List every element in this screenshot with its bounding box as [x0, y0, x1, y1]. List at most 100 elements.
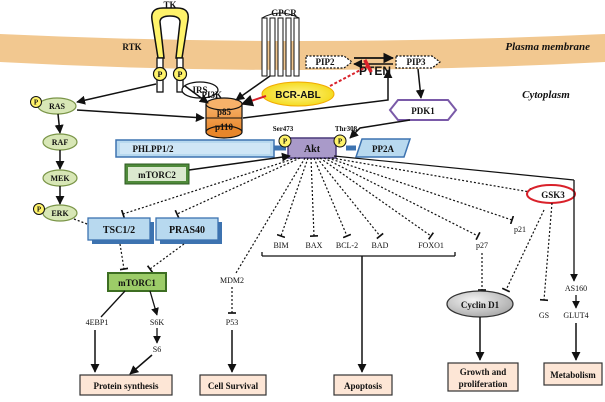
svg-text:PP2A: PP2A — [372, 144, 394, 154]
svg-text:Growth and: Growth and — [460, 367, 507, 377]
mtorc1-to-s6k — [149, 290, 159, 316]
svg-text:RAF: RAF — [52, 138, 69, 147]
p21-label: p21 — [514, 225, 526, 234]
p85-label: p85 — [217, 107, 232, 117]
s6k-label: S6K — [150, 318, 164, 327]
gsk3-inhibits-cyclin — [501, 209, 545, 293]
mtorc2-to-akt-arrow — [188, 152, 291, 171]
pras40-node: PRAS40 — [155, 217, 222, 244]
bcr-abl-activates-pi3k — [240, 94, 267, 107]
mek-node: MEK — [42, 169, 78, 187]
pdk1-to-akt-arrow — [349, 119, 411, 139]
phospho-thr308: P — [333, 134, 347, 148]
rtk-to-pi3k-arrow — [184, 85, 209, 104]
phospho-rtk-left: P — [152, 66, 168, 82]
plasma-membrane-label: Plasma membrane — [505, 41, 590, 53]
phlpp-node: PHLPP1/2 — [115, 139, 275, 158]
4ebp1-label: 4EBP1 — [86, 318, 109, 327]
erk-node: ERK P — [33, 203, 78, 222]
gsk3-node: GSK3 — [526, 184, 576, 204]
plasma-membrane-band — [0, 34, 605, 70]
gpcr-receptor — [261, 12, 300, 77]
glut4-label: GLUT4 — [563, 311, 588, 320]
gpcr-to-pi3k-arrow — [235, 75, 271, 101]
pi3k-label: PI3K — [201, 90, 222, 100]
svg-text:IRS: IRS — [192, 85, 207, 95]
svg-text:PRAS40: PRAS40 — [169, 225, 205, 236]
protein-synthesis-box: Protein synthesis — [79, 374, 173, 396]
gsk3-inhibits-gs — [539, 202, 553, 302]
growth-proliferation-box: Growth and proliferation — [447, 362, 519, 392]
raf-node: RAF — [42, 133, 78, 151]
tsc-node: TSC1/2 — [87, 217, 154, 244]
svg-text:GSK3: GSK3 — [541, 190, 565, 200]
phospho-ser473: P — [278, 134, 292, 148]
as160-label: AS160 — [565, 284, 587, 293]
pip2-node: PIP2 — [305, 55, 353, 69]
bcr-abl-inhibits-pten — [329, 58, 373, 87]
cell-survival-box: Cell Survival — [199, 374, 267, 396]
svg-text:Metabolism: Metabolism — [550, 370, 596, 380]
bcl2-label: BCL-2 — [336, 241, 358, 250]
ras-node: RAS P — [30, 96, 77, 115]
pip3-to-pdk1-arrow — [415, 68, 425, 99]
s6-label: S6 — [153, 345, 161, 354]
rtk-label: RTK — [122, 42, 141, 52]
p53-label: P53 — [226, 318, 238, 327]
svg-text:TSC1/2: TSC1/2 — [103, 225, 135, 236]
foxo1-label: FOXO1 — [418, 241, 444, 250]
ras-to-raf-arrow — [54, 113, 64, 134]
pten-label: PTEN — [359, 64, 391, 78]
svg-text:Cell Survival: Cell Survival — [208, 381, 259, 391]
cytoplasm-label: Cytoplasm — [522, 89, 570, 101]
mdm2-label: MDM2 — [220, 276, 244, 285]
svg-text:Apoptosis: Apoptosis — [344, 381, 383, 391]
bax-label: BAX — [306, 241, 323, 250]
svg-text:P: P — [34, 99, 39, 107]
akt-node: Akt — [287, 137, 337, 159]
svg-text:ERK: ERK — [51, 209, 69, 218]
svg-text:PIP2: PIP2 — [316, 57, 335, 67]
svg-text:RAS: RAS — [49, 102, 66, 111]
pp2a-node: PP2A — [354, 138, 412, 158]
pras40-inhibits-mtorc1 — [146, 243, 185, 273]
svg-text:P: P — [338, 138, 343, 146]
mtorc1-node: mTORC1 — [107, 272, 167, 292]
svg-text:proliferation: proliferation — [459, 379, 508, 389]
mtorc2-node: mTORC2 — [124, 163, 190, 185]
p27-label: p27 — [476, 241, 488, 250]
metabolism-box: Metabolism — [543, 362, 603, 386]
svg-text:P: P — [283, 138, 288, 146]
s6-to-protein — [129, 354, 153, 375]
svg-text:mTORC2: mTORC2 — [138, 170, 176, 180]
cyclin-d1-node: Cyclin D1 — [446, 290, 514, 318]
akt-fanout-edges — [120, 157, 532, 274]
ras-to-pi3k-arrow — [76, 109, 205, 122]
svg-text:PDK1: PDK1 — [411, 106, 435, 116]
p110-label: p110 — [215, 122, 234, 132]
ser473-label: Ser473 — [273, 125, 294, 133]
pi3k-node — [205, 97, 243, 139]
rtk-to-ras-arrow — [76, 83, 157, 105]
thr308-label: Thr308 — [335, 125, 358, 133]
svg-text:PHLPP1/2: PHLPP1/2 — [133, 144, 174, 154]
svg-text:P: P — [158, 70, 163, 79]
svg-text:BCR-ABL: BCR-ABL — [275, 90, 321, 101]
pi3k-to-pip3-arrow — [242, 69, 393, 119]
bim-label: BIM — [273, 241, 288, 250]
svg-text:Cyclin D1: Cyclin D1 — [461, 300, 500, 310]
svg-text:P: P — [178, 70, 183, 79]
pdk1-node: PDK1 — [388, 99, 458, 121]
svg-text:mTORC1: mTORC1 — [118, 278, 156, 288]
svg-text:P: P — [37, 206, 42, 214]
tsc-inhibits-mtorc1 — [119, 243, 129, 271]
svg-text:MEK: MEK — [50, 174, 70, 183]
svg-text:PIP3: PIP3 — [407, 57, 426, 67]
phospho-rtk-right: P — [172, 66, 188, 82]
svg-text:Akt: Akt — [304, 144, 321, 155]
apoptosis-box: Apoptosis — [333, 374, 393, 396]
tk-label: TK — [163, 0, 176, 10]
bad-label: BAD — [372, 241, 389, 250]
